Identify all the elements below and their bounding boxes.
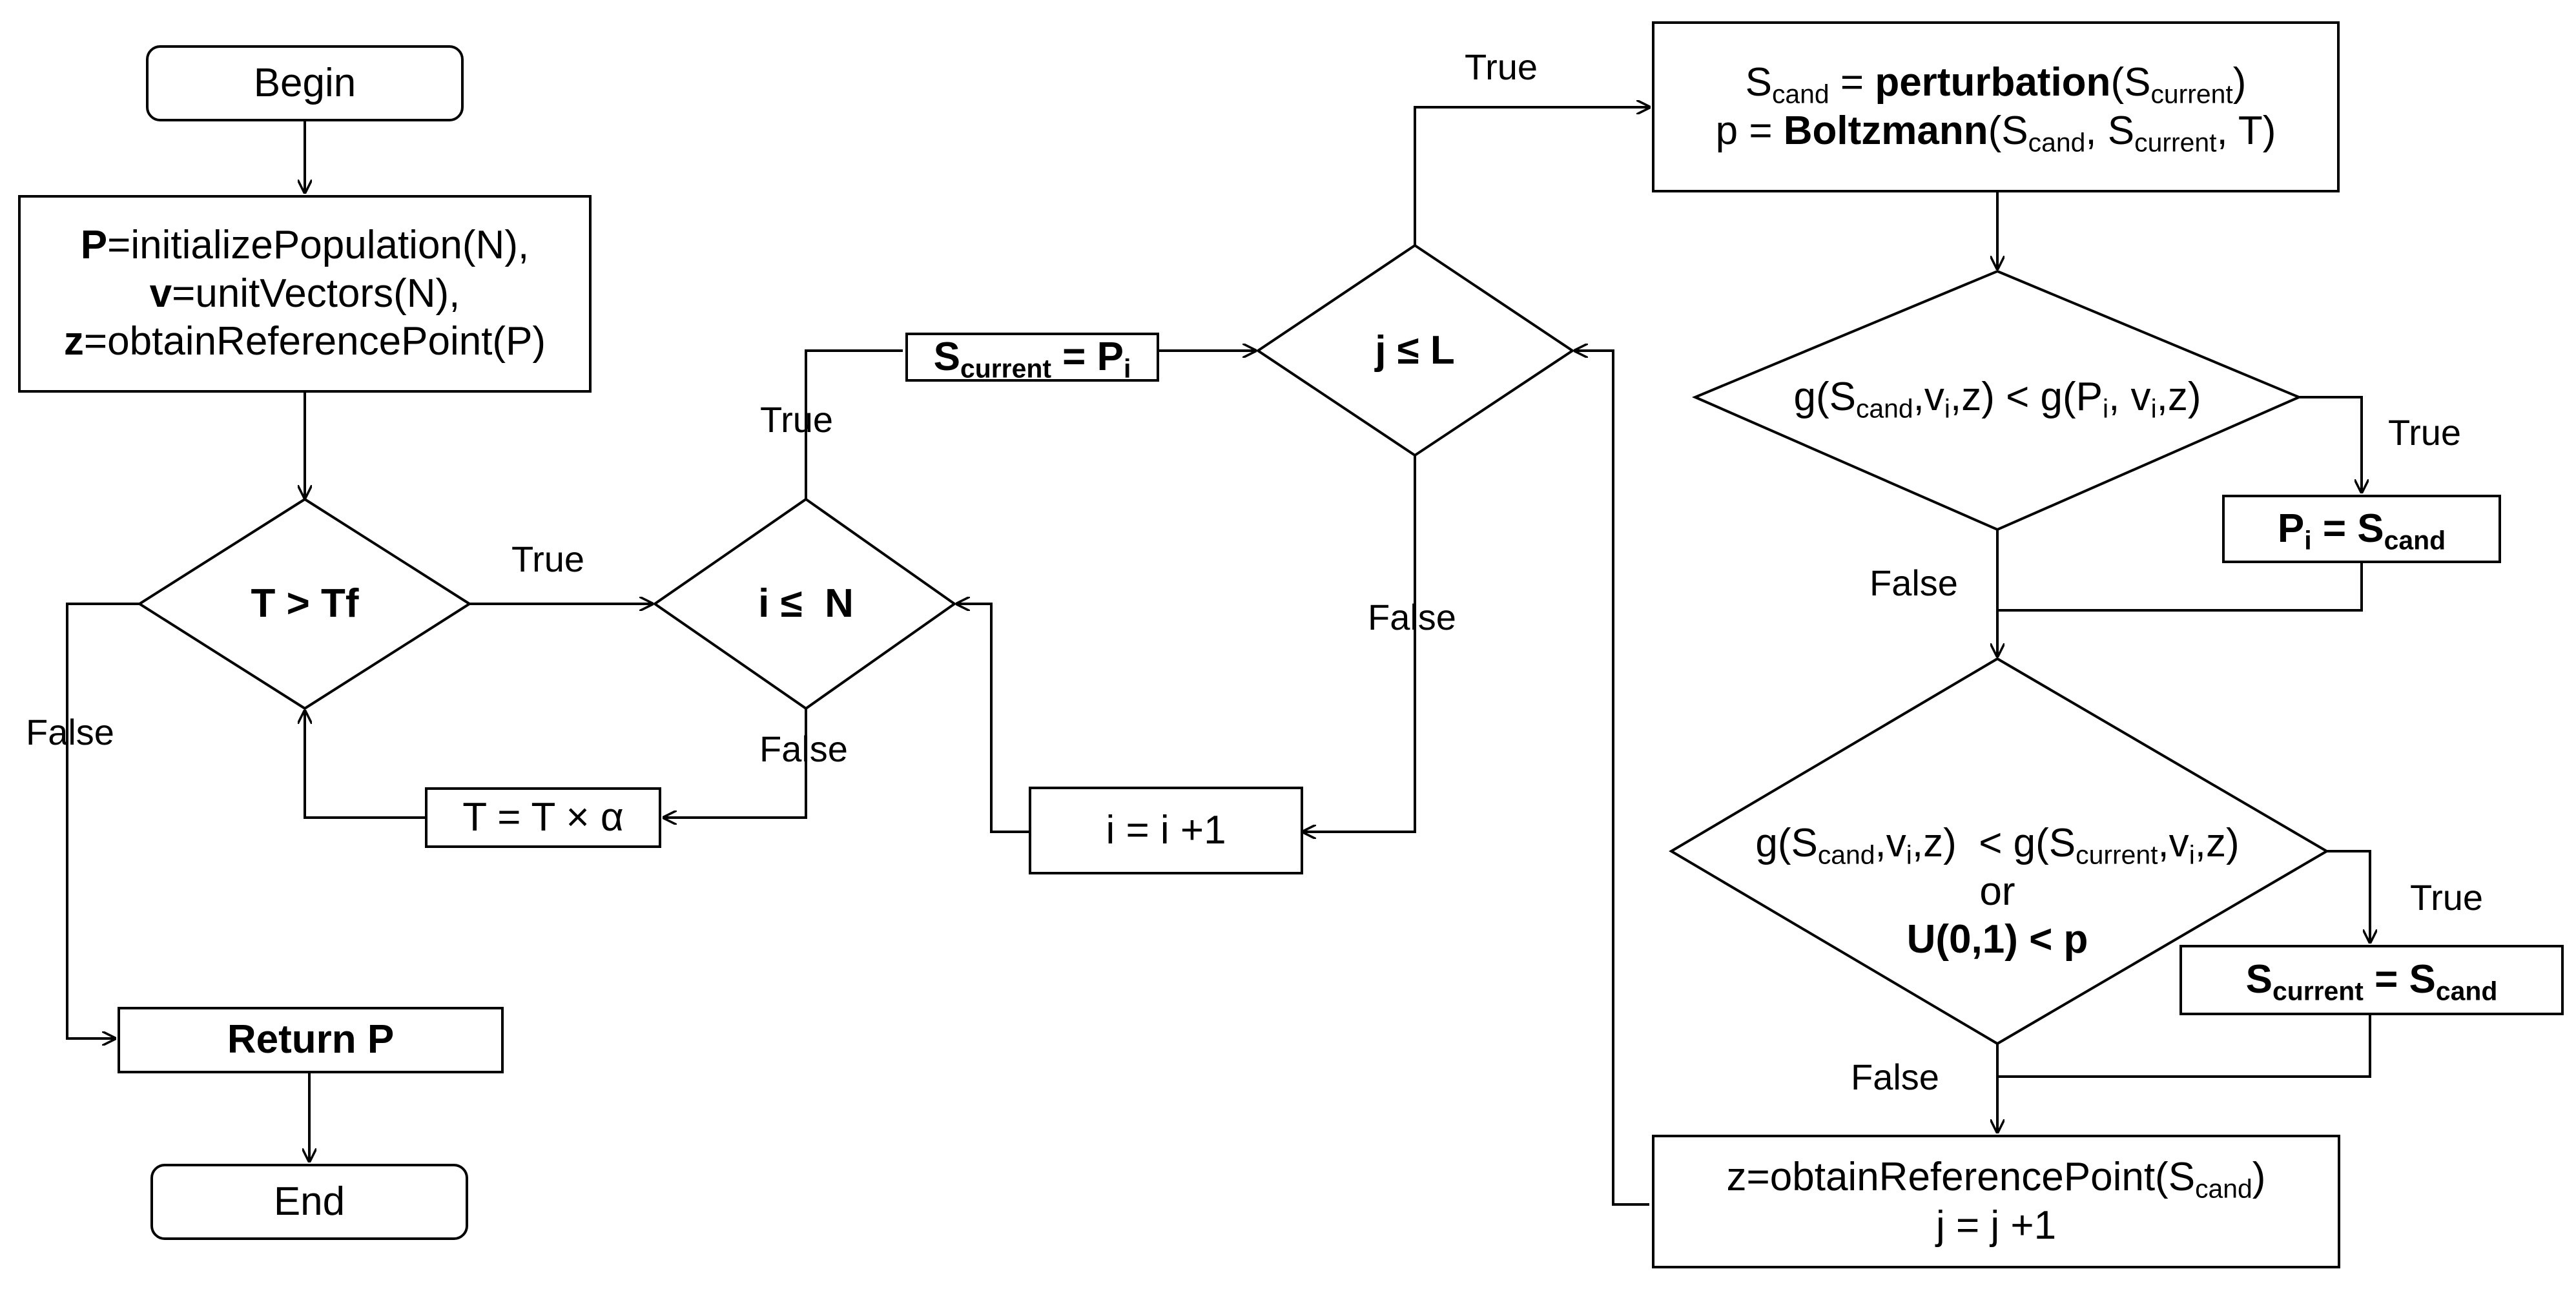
end-node: End [150,1164,468,1240]
diamond-t-check [137,497,472,710]
perturb-line-2: p = Boltzmann(Scand, Scurrent, T) [1715,108,2276,157]
perturb-line-1: Scand = perturbation(Scurrent) [1745,60,2247,109]
edge-j-false [1303,455,1416,832]
edge-label-j-false: False [1368,597,1456,637]
edge-label-j-true: True [1465,46,1538,87]
edge-label-i-false: False [759,728,848,769]
edge-j-true [1414,107,1649,245]
begin-node: Begin [146,45,464,121]
edge-iinc-icheck [957,604,1029,833]
j-check-text: j ≤ L [1375,327,1455,373]
edge-zupdate-jcheck [1575,351,1649,1206]
perturbation-node: Scand = perturbation(Scurrent) p = Boltz… [1652,21,2340,192]
edge-i-false [664,708,807,818]
g-cond2-line-1: g(Scand,vi,z) < g(Scurrent,vi,z) [1755,821,2240,870]
edge-label-g1-true: True [2388,412,2462,453]
i-check-text: i ≤ N [758,581,854,626]
g-cond2-line-3: U(0,1) < p [1906,917,2088,962]
edge-pi-merge [1997,563,2363,612]
z-update-node: z=obtainReferencePoint(Scand) j = j +1 [1652,1135,2340,1268]
t-check-text: T > Tf [251,581,359,626]
pi-assign-node: Pi = Scand [2222,495,2501,563]
s-current-cand-node: Scurrent = Scand [2179,945,2564,1015]
init-line-2: v=unitVectors(N), [149,271,460,316]
t-update-node: T = T × α [425,787,661,848]
edge-i-true [805,349,903,499]
g-cond2-or: or [1979,869,2015,914]
edge-label-g2-false: False [1851,1057,1939,1097]
edge-tupdate-tcheck [305,711,425,819]
edge-label-t-true: True [511,539,585,579]
edge-label-i-true: True [760,399,834,440]
edge-g2-true [2327,850,2370,942]
edge-label-t-false: False [26,712,114,752]
edge-t-false [66,603,139,1038]
z-update-line-1: z=obtainReferencePoint(Scand) [1726,1155,2266,1204]
g-cond2-text: g(Scand,vi,z) < g(Scurrent,vi,z) or U(0,… [1755,798,2239,986]
i-increment-node: i = i +1 [1029,787,1303,874]
edge-label-g1-false: False [1870,563,1958,603]
edge-label-g2-true: True [2410,877,2484,918]
z-update-line-2: j = j +1 [1935,1203,2057,1248]
initialize-node: P=initializePopulation(N), v=unitVectors… [18,195,592,393]
s-current-assign-node: Scurrent = Pi [905,333,1159,382]
edge-g1-true [2299,396,2362,492]
g-cond1-text: g(Scand,vi,z) < g(Pi, vi,z) [1793,374,2201,424]
init-line-3: z=obtainReferencePoint(P) [63,319,546,364]
return-node: Return P [118,1007,504,1073]
edge-scur-merge [1997,1015,2371,1078]
init-line-1: P=initializePopulation(N), [80,223,530,268]
